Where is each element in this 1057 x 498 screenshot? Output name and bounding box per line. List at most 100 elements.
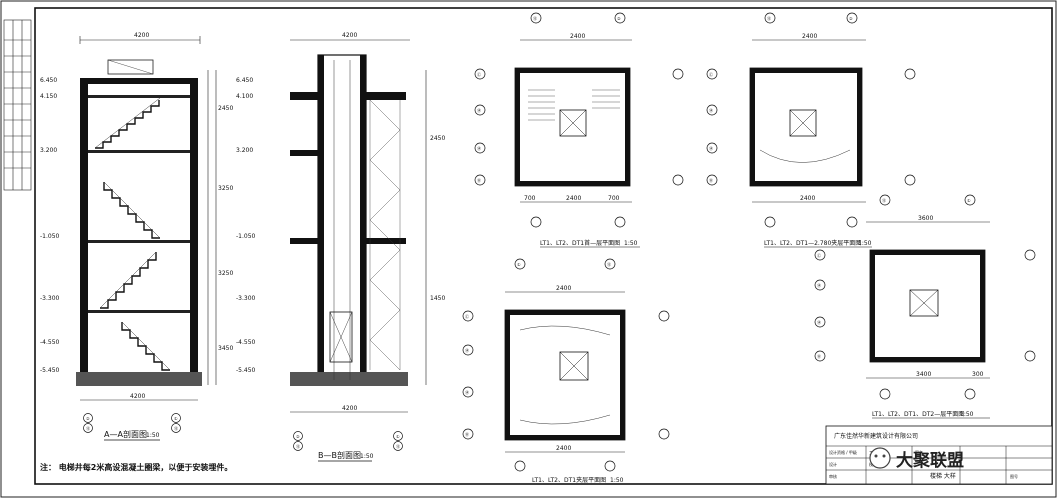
plan2-axis-top-1: ⑫ [767,15,771,21]
titleblock-company: 广东佳然华新建筑设计有限公司 [834,432,918,440]
plan1-axis-side-4: Ⓑ [477,177,481,183]
plan2-axis-side-3: ⑭ [709,145,713,151]
plan3-axis-side-4: Ⓑ [465,431,469,437]
plan4-axis-top-2: ① [967,198,971,203]
aa-elev-6: -4.550 [40,339,60,346]
titleblock-row-7: 图号 [1010,473,1018,479]
bb-elev-3: 3.200 [236,147,253,154]
plan2-axis-top-2: ② [849,16,853,21]
titleblock-drawing-name: 楼梯 大样 [930,472,956,480]
plan-2: ⑫ ② 2400 Ⓒ ⑭ ⑭ Ⓑ 2400 LT1、LT2、DT1—2.780夹… [706,12,916,248]
plan1-dim-bottom-3: 700 [608,195,620,202]
plan3-axis-side-2: ⑭ [465,347,469,353]
plan-1: ⑫ ② 2400 Ⓒ ⑭ ⑭ Ⓑ 700 2400 700 [474,12,684,248]
plan1-dim-bottom-2: 2400 [566,195,581,202]
bb-dim-top: 4200 [342,32,357,39]
plan4-dim-bottom-1: 3400 [916,371,931,378]
plan4-axis-side-4: Ⓑ [817,353,821,359]
plan4-axis-side-2: ⑭ [817,282,821,288]
plan4-axis-top-1: ⑫ [882,197,886,203]
bb-dim-bottom: 4200 [342,405,357,412]
bb-scale: 1:50 [360,453,374,460]
plan2-title: LT1、LT2、DT1—2.780夹层平面图 [764,239,861,247]
bb-elev-1: 6.450 [236,77,253,84]
plan-4: ⑫ ① 3600 Ⓒ ⑭ ⑭ Ⓑ 3400 300 LT1、LT2、DT1、DT… [814,194,1036,419]
aa-elev-1: 6.450 [40,77,57,84]
plan2-scale: 1:50 [858,240,872,247]
plan4-scale: 1:50 [960,411,974,418]
plan3-dim-bottom: 2400 [556,445,571,452]
title-block: 广东佳然华新建筑设计有限公司 设计资格 / 甲级 工程名称 图名 设计 校对 审… [825,425,1053,485]
bb-elev-4: -1.050 [236,233,256,240]
aa-right-dim-2: 3250 [218,185,233,192]
aa-elev-2: 4.150 [40,93,57,100]
plan2-axis-side-4: Ⓑ [709,177,713,183]
plan2-dim-bottom: 2400 [800,195,815,202]
plan3-axis-side-3: ⑭ [465,389,469,395]
bb-axis-4: ⑫ [396,443,400,449]
bb-axis-2: ⑫ [296,443,300,449]
plan2-dim-top: 2400 [802,33,817,40]
plan3-axis-top-2: ⑫ [607,261,611,267]
bb-axis-1: ② [296,434,300,439]
bb-elev-7: -5.450 [236,367,256,374]
bb-elev-6: -4.550 [236,339,256,346]
aa-elev-5: -3.300 [40,295,60,302]
watermark: 大聚联盟 [869,447,964,471]
aa-axis-1: ② [86,416,90,421]
plan3-axis-top-1: ① [517,262,521,267]
plan3-dim-top: 2400 [556,285,571,292]
aa-scale: 1:50 [146,432,160,439]
general-note: 注： 电梯井每2米高设混凝土圈梁，以便于安装埋件。 [40,462,232,472]
aa-right-dim-3: 3250 [218,270,233,277]
bb-title: B—B剖面图 [318,450,361,460]
aa-elev-3: 3.200 [40,147,57,154]
plan1-scale: 1:50 [624,240,638,247]
plan2-axis-side-1: Ⓒ [709,71,713,77]
binding-strip [3,19,32,191]
aa-right-dim-1: 2450 [218,105,233,112]
plan3-scale: 1:50 [610,477,624,484]
plan2-axis-side-2: ⑭ [709,107,713,113]
aa-title: A—A剖面图 [104,429,147,439]
plan3-axis-side-1: Ⓒ [465,313,469,319]
aa-dim-top: 4200 [134,32,149,39]
aa-axis-2: ⑫ [86,425,90,431]
plan4-title: LT1、LT2、DT1、DT2—层平面图 [872,411,964,418]
aa-right-dim-4: 3450 [218,345,233,352]
bb-elev-5: -3.300 [236,295,256,302]
titleblock-row-4: 设计 [829,461,837,467]
plan1-axis-side-1: Ⓒ [477,71,481,77]
bb-elev-2: 4.100 [236,93,253,100]
plan1-dim-bottom-1: 700 [524,195,536,202]
plan1-axis-top-1: ⑫ [533,15,537,21]
aa-axis-4: ⑫ [174,425,178,431]
section-bb: 4200 6.450 4.100 3.200 -1.050 -3.300 -4.… [236,32,445,462]
plan1-axis-top-2: ② [617,16,621,21]
plan1-axis-side-2: ⑭ [477,107,481,113]
plan4-dim-bottom-2: 300 [972,371,984,378]
section-aa: 4200 6.450 4.150 3.200 -1.050 -3.300 -4.… [40,32,233,441]
titleblock-row-6: 审核 [829,473,837,479]
aa-axis-3: ① [174,416,178,421]
plan3-title: LT1、LT2、DT1夹层平面图 [532,476,606,484]
titleblock-row-3: 图名 [915,449,923,455]
bb-right-dim-2: 1450 [430,295,445,302]
plan1-dim-top: 2400 [570,33,585,40]
plan1-axis-side-3: ⑭ [477,145,481,151]
plan1-title: LT1、LT2、DT1首—层平面图 [540,239,620,247]
titleblock-row-1: 设计资格 / 甲级 [829,449,857,455]
plan4-dim-top: 3600 [918,215,933,222]
plan4-axis-side-3: ⑭ [817,319,821,325]
aa-elev-4: -1.050 [40,233,60,240]
bb-right-dim-1: 2450 [430,135,445,142]
watermark-brand: 大聚联盟 [896,450,964,471]
bb-axis-3: ① [396,434,400,439]
wechat-logo-icon [869,447,891,469]
aa-elev-7: -5.450 [40,367,60,374]
aa-dim-bottom: 4200 [130,393,145,400]
plan4-axis-side-1: Ⓒ [817,252,821,258]
plan-3: ① ⑫ 2400 Ⓒ ⑭ ⑭ Ⓑ 2400 LT1、LT2、DT1夹层平面图 1… [462,258,670,485]
